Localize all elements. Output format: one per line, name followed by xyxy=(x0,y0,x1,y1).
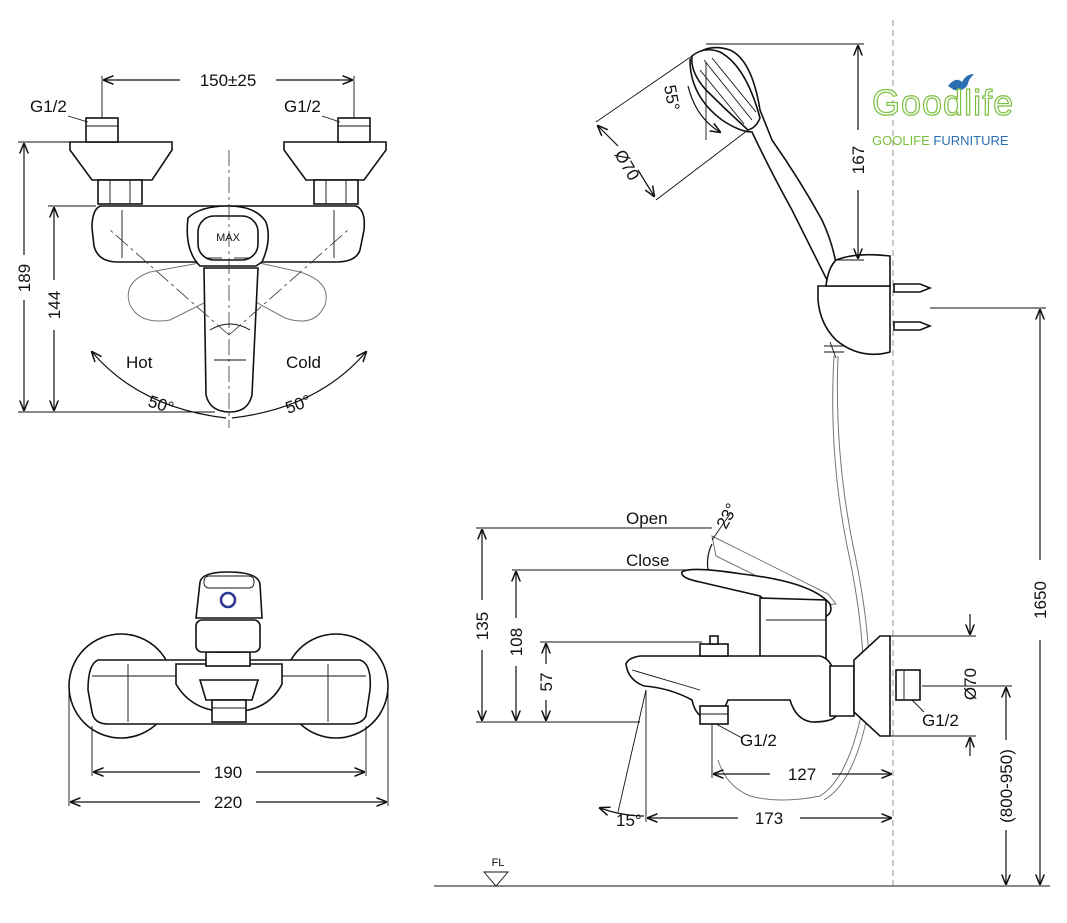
dim-167: 167 xyxy=(849,146,868,174)
dim-190: 190 xyxy=(214,763,242,782)
side-outlet xyxy=(699,705,729,725)
left-inlet xyxy=(85,117,119,143)
dim-1650: 1650 xyxy=(1031,581,1050,619)
dim-head-diameter: Ø70 xyxy=(611,147,644,184)
dim-angle-23: 23° xyxy=(713,500,742,532)
dim-144: 144 xyxy=(45,291,64,319)
label-close: Close xyxy=(626,551,669,570)
label-open: Open xyxy=(626,509,668,528)
label-g12-side-bottom: G1/2 xyxy=(740,731,777,750)
left-nut xyxy=(97,179,143,205)
brand-logo: Goodlife GOOLIFE FURNITURE xyxy=(868,72,1048,152)
label-g12-top-right: G1/2 xyxy=(284,97,321,116)
label-hot: Hot xyxy=(126,353,153,372)
handle-cap xyxy=(197,215,259,261)
side-body xyxy=(625,655,837,723)
lever xyxy=(203,267,259,413)
bird-icon xyxy=(948,74,974,91)
max-mark: MAX xyxy=(216,232,241,244)
right-inlet xyxy=(337,117,371,143)
right-flange xyxy=(283,141,387,181)
logo-tagline: GOOLIFE FURNITURE xyxy=(872,134,1009,148)
dim-800-950: (800-950) xyxy=(997,749,1016,823)
logo-brand: GOOLIFE xyxy=(872,133,930,148)
label-floor: FL xyxy=(492,857,505,869)
dim-angle-55: 55° xyxy=(660,83,683,112)
label-cold: Cold xyxy=(286,353,321,372)
bottom-view: 190 220 xyxy=(68,571,389,812)
dim-108: 108 xyxy=(507,628,526,656)
dim-173: 173 xyxy=(755,809,783,828)
dim-flange-diameter: Ø70 xyxy=(961,668,980,700)
dim-angle-50-left: 50° xyxy=(146,392,176,418)
shower-holder xyxy=(817,285,891,356)
dim-57: 57 xyxy=(537,673,556,692)
side-diverter xyxy=(699,643,729,657)
label-g12-side-right: G1/2 xyxy=(922,711,959,730)
dim-127: 127 xyxy=(788,765,816,784)
right-nut xyxy=(313,179,359,205)
bottom-outlet xyxy=(211,699,247,723)
side-inlet xyxy=(895,669,921,701)
dim-150: 150±25 xyxy=(200,71,257,90)
label-g12-top-left: G1/2 xyxy=(30,97,67,116)
dim-135: 135 xyxy=(473,612,492,640)
bottom-spout-ring xyxy=(205,651,251,667)
dim-angle-50-right: 50° xyxy=(283,391,314,418)
dim-220: 220 xyxy=(214,793,242,812)
dim-189: 189 xyxy=(15,264,34,292)
logo-wordmark: Goodlife xyxy=(871,82,1015,123)
side-view: FL Ø70 55° 167 1650 xyxy=(434,20,1050,887)
logo-suffix: FURNITURE xyxy=(929,133,1009,148)
dim-angle-15: 15° xyxy=(616,811,642,830)
top-view: MAX 150±25 G1/2 G1/2 189 144 Hot Cold xyxy=(15,71,387,428)
hot-cold-indicator xyxy=(219,591,237,609)
left-flange xyxy=(69,141,173,181)
